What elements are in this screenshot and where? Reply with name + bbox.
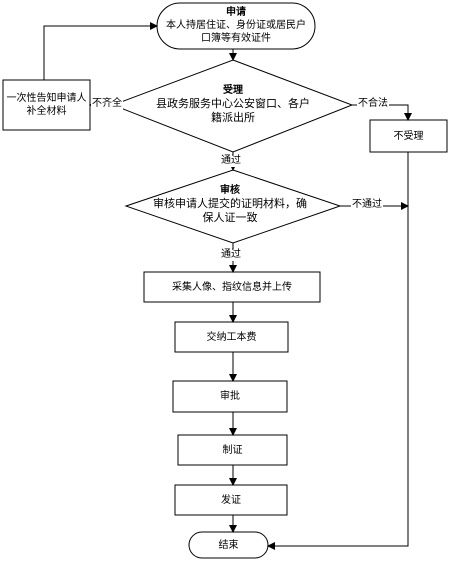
produce-box-shape [177,434,288,466]
end-node-text: 结束 [218,539,239,551]
arrow-reject-to-end [267,152,409,550]
label-pass-2: 通过 [220,249,242,261]
accept-node: 受理 县政务服务中心公安窗口、各户籍派出所 [153,76,313,134]
collect-node: 采集人像、指纹信息并上传 [145,273,319,301]
supplement-box-shape [2,79,91,131]
fee-node-text: 交纳工本费 [206,331,257,343]
label-fail: 不通过 [351,199,383,211]
reject-node: 不受理 [371,121,446,151]
fee-node: 交纳工本费 [176,323,287,351]
approve-node-text: 审批 [220,391,240,402]
fee-box-shape [174,321,289,353]
collect-node-text: 采集人像、指纹信息并上传 [172,281,292,293]
produce-node-text: 制证 [222,444,243,456]
supplement-node-text: 一次性告知申请人补全材料 [6,93,87,117]
start-node-title: 申请 [226,7,246,18]
end-node: 结束 [190,533,267,557]
accept-node-title: 受理 [223,85,243,96]
label-incomplete: 不齐全 [91,98,123,110]
reject-node-text: 不受理 [393,130,424,142]
approve-box-shape [172,380,288,413]
issue-box-shape [174,484,288,516]
review-node-body: 审核申请人提交的证明材料，确保人证一致 [153,197,307,224]
approve-node: 审批 [174,382,286,411]
review-node: 审核 审核申请人提交的证明材料，确保人证一致 [150,180,310,230]
start-node: 申请 本人持居住证、身份证或居民户口簿等有效证件 [163,4,309,48]
accept-node-body: 县政务服务中心公安窗口、各户籍派出所 [156,97,310,124]
supplement-node: 一次性告知申请人补全材料 [5,82,88,128]
label-illegal: 不合法 [357,98,389,110]
start-node-body: 本人持居住证、身份证或居民户口簿等有效证件 [166,20,306,44]
issue-node-text: 发证 [221,494,241,506]
arrow-supplement-to-start [43,22,158,80]
label-pass-1: 通过 [220,155,242,167]
review-node-title: 审核 [220,185,240,196]
issue-node: 发证 [176,486,286,514]
produce-node: 制证 [179,436,286,464]
collect-box-shape [143,271,321,303]
